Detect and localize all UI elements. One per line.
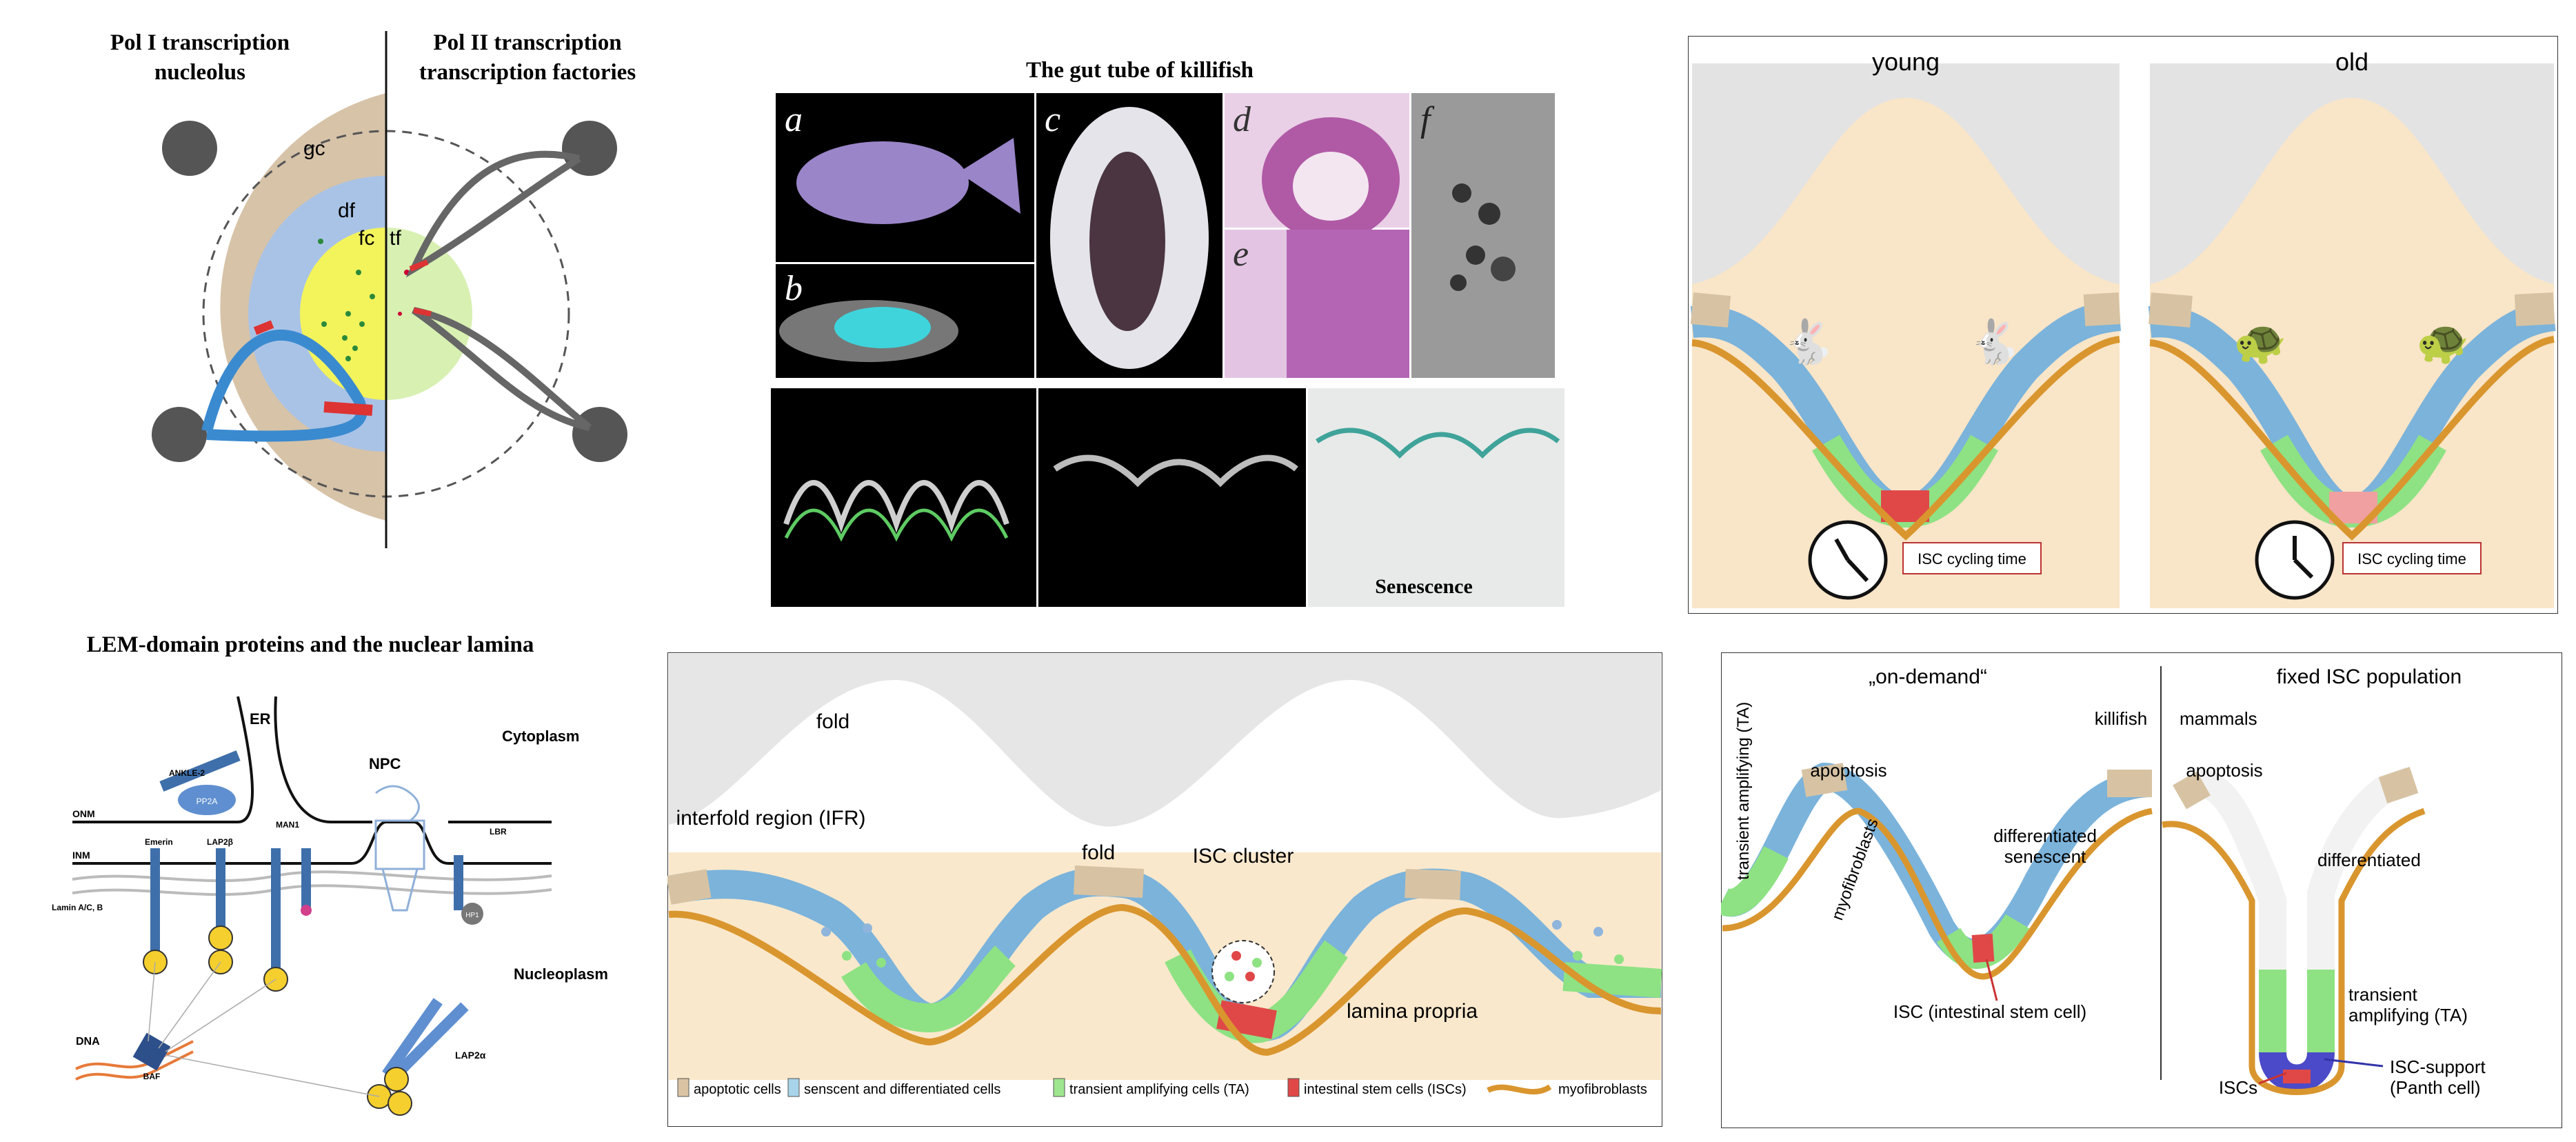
caption-cell-death: Cell death xyxy=(1103,575,1194,598)
apoptosis-label-1: apoptosis xyxy=(1810,760,1886,781)
legend-item: intestinal stem cells (ISCs) xyxy=(1304,1082,1467,1097)
ta-label-1: transient xyxy=(2348,984,2417,1005)
legend-item: senscent and differentiated cells xyxy=(804,1082,1000,1097)
label-c: c xyxy=(1045,100,1060,139)
iscs-label: ISCs xyxy=(2219,1077,2257,1098)
lap2a-label: LAP2α xyxy=(455,1050,486,1061)
lem-title: LEM-domain proteins and the nuclear lami… xyxy=(87,632,534,657)
legend: apoptotic cells senscent and differentia… xyxy=(677,1078,1647,1097)
label-e: e xyxy=(1233,234,1249,274)
polymerase-ball xyxy=(162,121,217,176)
differentiated-senescent-label: differentiated xyxy=(1993,825,2097,846)
label-b: b xyxy=(785,269,803,308)
caption-cell-division: Cell division xyxy=(848,575,958,598)
isc-cycling-time-box xyxy=(1902,542,2042,574)
onm-label: ONM xyxy=(72,808,95,819)
er-label: ER xyxy=(250,710,271,728)
emerin-label: Emerin xyxy=(145,837,173,847)
killifish-label: killifish xyxy=(2095,708,2148,729)
ifr-label: interfold region (IFR) xyxy=(676,807,865,830)
turtle-icon: 🐢 xyxy=(2233,319,2286,366)
ankle2-label: ANKLE-2 xyxy=(169,768,205,778)
fold-label-2: fold xyxy=(1082,841,1115,864)
legend-item: myofibroblasts xyxy=(1558,1082,1647,1097)
cell-division-image xyxy=(771,388,1036,607)
baf-label: BAF xyxy=(143,1072,161,1081)
turtle-icon: 🐢 xyxy=(2416,319,2469,366)
pp2a-label: PP2A xyxy=(197,797,218,806)
gut-tube-panel: The gut tube of killifish a b c d e f xyxy=(765,55,1565,607)
label-d: d xyxy=(1233,100,1251,139)
isc-cluster-label: ISC cluster xyxy=(1193,845,1294,868)
lap2b-label: LAP2β xyxy=(207,837,233,847)
isc-cycling-time-label: ISC cycling time xyxy=(2357,550,2466,568)
mammals-label: mammals xyxy=(2180,708,2257,729)
fc-label: fc xyxy=(359,227,374,250)
hare-icon: 🐇 xyxy=(1968,317,2021,366)
differentiated-senescent-label-2: senescent xyxy=(2004,846,2086,867)
lamin-label: Lamin A/C, B xyxy=(52,903,103,912)
nuclear-pore-complex xyxy=(374,785,425,912)
fold-label-1: fold xyxy=(816,710,849,733)
transcription-panel: Pol I transcription nucleolus Pol II tra… xyxy=(0,0,662,552)
isc-cycling-time-label: ISC cycling time xyxy=(1918,550,2026,568)
gc-label: gc xyxy=(303,137,325,160)
isc-support-label: ISC-support xyxy=(2390,1056,2486,1077)
on-demand-title: „on-demand“ xyxy=(1869,665,1987,688)
isc-cycling-time-box xyxy=(2342,542,2482,574)
apoptosis-label-2: apoptosis xyxy=(2186,760,2262,781)
polymerase-ball xyxy=(572,407,627,462)
young-label: young xyxy=(1872,48,1940,76)
old-crypt: old 🐢 🐢 ISC cycling time xyxy=(2148,48,2557,608)
lem-panel: LEM-domain proteins and the nuclear lami… xyxy=(0,621,634,1142)
man1-label: MAN1 xyxy=(276,820,299,830)
label-a: a xyxy=(785,100,803,139)
pol2-title: Pol II transcription xyxy=(433,30,621,55)
fixed-isc-title: fixed ISC population xyxy=(2277,665,2462,688)
senescence-image xyxy=(1308,388,1564,607)
inm-label: INM xyxy=(72,850,90,861)
cell-death-image xyxy=(1038,388,1306,607)
isc-comparison-panel: „on-demand“ fixed ISC population killifi… xyxy=(1721,652,2562,1128)
old-label: old xyxy=(2335,48,2368,76)
hare-icon: 🐇 xyxy=(1782,317,1835,366)
nucleoplasm-label: Nucleoplasm xyxy=(514,965,608,983)
pol1-title: Pol I transcription xyxy=(110,30,290,55)
hp1-label: HP1 xyxy=(465,912,479,919)
isc-cluster-circle xyxy=(1211,940,1275,1003)
df-label: df xyxy=(338,199,356,222)
dna-label: DNA xyxy=(76,1036,100,1048)
lamina-propria-label: lamina propria xyxy=(1347,1000,1478,1023)
cytoplasm-label: Cytoplasm xyxy=(502,728,579,745)
differentiated-label: differentiated xyxy=(2317,850,2421,870)
isc-label: ISC (intestinal stem cell) xyxy=(1893,1001,2086,1022)
polymerase-ball xyxy=(152,407,207,462)
tf-label: tf xyxy=(390,227,401,250)
npc-label: NPC xyxy=(369,755,401,772)
lbr-label: LBR xyxy=(490,827,507,837)
caption-senescence: Senescence xyxy=(1375,575,1473,598)
ta-vertical-label: transient amplifying (TA) xyxy=(1734,702,1753,880)
young-crypt: young 🐇 🐇 ISC cycling time xyxy=(1690,48,2122,608)
paneth-cell-label: (Panth cell) xyxy=(2390,1077,2481,1098)
crypt-fold-panel: fold fold interfold region (IFR) ISC clu… xyxy=(667,652,1662,1127)
electron-micrograph-f xyxy=(1411,93,1555,378)
legend-item: transient amplifying cells (TA) xyxy=(1069,1082,1249,1097)
ta-label-2: amplifying (TA) xyxy=(2348,1005,2468,1025)
ageing-panel: young 🐇 🐇 ISC cycling time old 🐢 🐢 xyxy=(1688,36,2558,614)
pol2-subtitle: transcription factories xyxy=(419,60,636,85)
pol1-subtitle: nucleolus xyxy=(154,60,245,85)
legend-item: apoptotic cells xyxy=(694,1082,781,1097)
gut-title: The gut tube of killifish xyxy=(1026,58,1254,83)
